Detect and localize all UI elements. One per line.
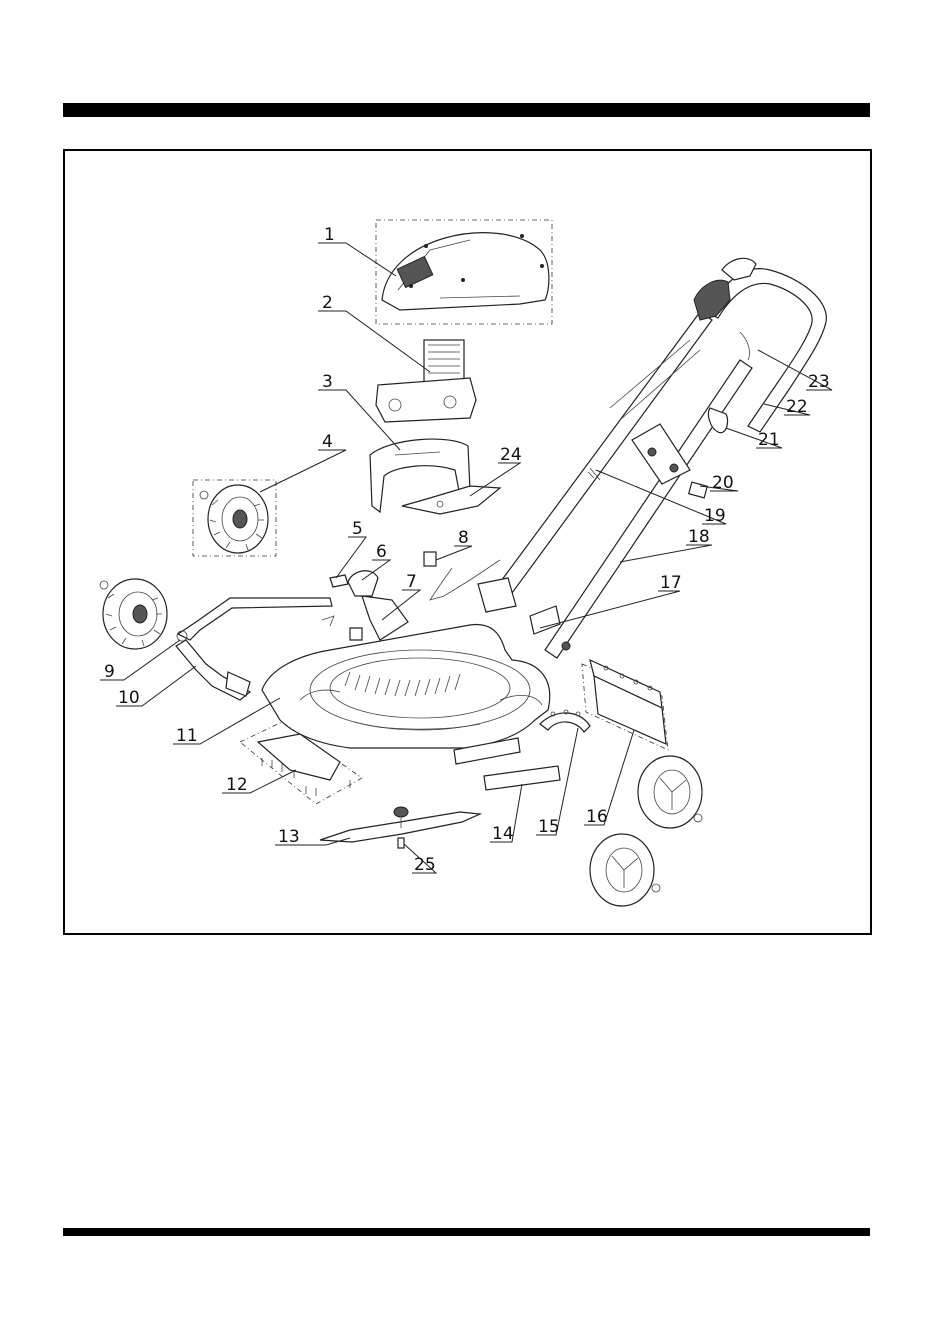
callout-6: 6 xyxy=(376,542,387,562)
callout-8: 8 xyxy=(458,528,469,548)
callout-22: 22 xyxy=(786,397,808,417)
callout-9: 9 xyxy=(104,662,115,682)
part-deck xyxy=(262,624,550,748)
part-bracket xyxy=(402,486,500,514)
callout-13: 13 xyxy=(278,827,300,847)
callout-21: 21 xyxy=(758,430,780,450)
part-left-wheel xyxy=(100,579,167,649)
callout-25: 25 xyxy=(414,855,436,875)
part-wheel-boxed xyxy=(193,480,276,556)
callout-11: 11 xyxy=(176,726,198,746)
part-right-wheels xyxy=(590,756,702,906)
callout-23: 23 xyxy=(808,372,830,392)
callout-2: 2 xyxy=(322,293,333,313)
callout-7: 7 xyxy=(406,572,417,592)
callout-labels: 1 2 3 4 5 6 7 8 9 10 11 12 13 14 15 16 1… xyxy=(104,225,830,875)
leader-lines xyxy=(100,243,832,873)
callout-1: 1 xyxy=(324,225,335,245)
callout-15: 15 xyxy=(538,817,560,837)
part-curved-bracket xyxy=(540,710,590,732)
part-motor-cover xyxy=(376,220,552,324)
callout-14: 14 xyxy=(492,824,514,844)
callout-3: 3 xyxy=(322,372,333,392)
callout-18: 18 xyxy=(688,527,710,547)
callout-5: 5 xyxy=(352,519,363,539)
callout-19: 19 xyxy=(704,506,726,526)
callout-4: 4 xyxy=(322,432,333,452)
callout-24: 24 xyxy=(500,445,522,465)
part-motor xyxy=(376,340,476,422)
part-blade xyxy=(320,807,480,848)
callout-17: 17 xyxy=(660,573,682,593)
callout-20: 20 xyxy=(712,473,734,493)
callout-12: 12 xyxy=(226,775,248,795)
callout-10: 10 xyxy=(118,688,140,708)
part-rear-flap xyxy=(582,660,668,750)
callout-16: 16 xyxy=(586,807,608,827)
